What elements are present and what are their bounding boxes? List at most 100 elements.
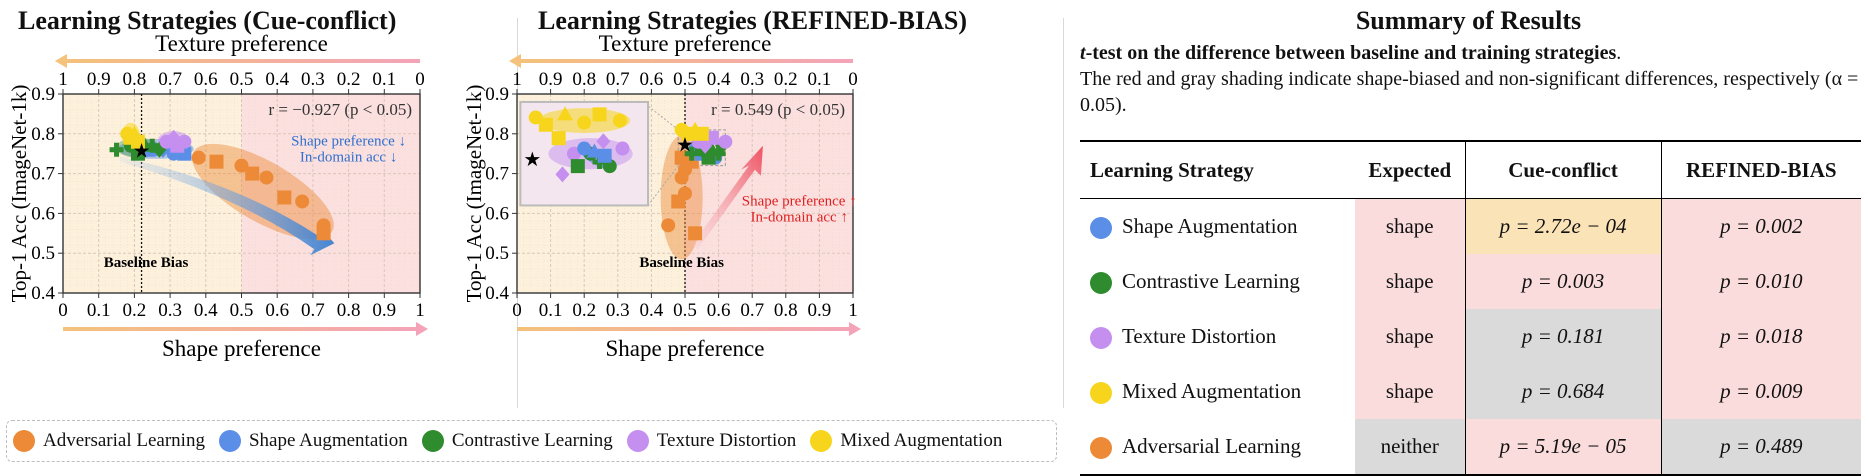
cell-strategy: Contrastive Learning [1080,254,1355,309]
marker-bar [716,146,722,161]
y-tick-label: 0.4 [485,283,509,304]
bottom-gradient-bar [63,327,420,331]
strategy-dot [1090,217,1112,240]
data-point [316,226,331,241]
series-mixed [120,125,145,149]
x-tick-label: 0.6 [265,300,289,321]
summary-panel: Summary of Results t-test on the differe… [1076,0,1869,476]
data-point [688,226,703,241]
annotation-line2: In-domain acc ↓ [300,150,397,166]
top-tick-label: 0.7 [606,69,630,90]
inset-point [596,133,611,150]
annotation-line2: In-domain acc ↑ [751,209,848,225]
top-tick-label: 0.2 [774,69,798,90]
top-tick-label: 1 [512,69,522,90]
table-header-row: Learning Strategy Expected Cue-conflict … [1080,140,1861,199]
inset-point [592,107,607,122]
marker-bar [149,138,155,153]
y-ticks: 0.40.50.60.70.80.9 [31,84,63,304]
x-tick-label: 0 [512,300,522,321]
strategy-label: Adversarial Learning [1122,433,1302,458]
description-text: The red and gray shading indicate shape-… [1080,68,1859,116]
data-point [234,158,249,173]
inset-point [612,113,627,128]
inset-point [577,141,592,156]
header-cue: Cue-conflict [1464,140,1662,199]
marker-bar [689,146,695,161]
legend-label: Shape Augmentation [248,430,408,451]
series-mixed [674,121,709,141]
y-tick-label: 0.4 [31,283,55,304]
data-point [295,194,310,209]
y-tick-label: 0.9 [31,84,55,105]
subtitle-text: -test on the difference between baseline… [1085,42,1617,64]
data-point [684,146,699,161]
data-point [711,146,726,161]
legend-dot [626,430,649,452]
strategy-label: Shape Augmentation [1122,213,1298,238]
top-tick-label: 0.8 [572,69,596,90]
legend-item-texture: Texture Distortion [626,430,796,452]
cell-strategy: Texture Distortion [1080,309,1355,364]
summary-title: Summary of Results [1355,6,1582,35]
legend-label: Adversarial Learning [43,430,205,451]
data-point [694,126,709,141]
x-tick-label: 0.3 [158,300,182,321]
series-texture [691,130,733,154]
x-tick-label: 0.6 [707,300,731,321]
cell-expected: shape [1354,198,1466,254]
top-axis-label: Texture preference [599,31,772,56]
data-point [678,186,692,201]
legend-label: Contrastive Learning [451,430,613,451]
cell-cue-conflict: p = 2.72e − 04 [1464,198,1662,254]
top-tick-label: 1 [58,69,68,90]
legend-item-mixed: Mixed Augmentation [810,430,1002,452]
top-arrow-head [509,54,521,68]
top-tick-label: 0.8 [123,69,147,90]
x-tick-label: 0.1 [87,300,111,321]
x-tick-label: 1 [415,300,425,321]
legend-dot [421,430,444,452]
cell-refined-bias: p = 0.010 [1660,254,1861,309]
strategy-dot [1090,382,1112,405]
zoom-region [677,129,726,167]
cell-strategy: Adversarial Learning [1080,419,1355,476]
annotation-line1: Shape preference ↓ [291,134,406,150]
y-axis-label: Top-1 Acc (ImageNet-1k) [462,85,486,303]
x-tick-label: 0.4 [640,300,664,321]
legend-dot [810,430,833,452]
zoom-inset: ★ [519,100,650,207]
marker-bar [114,142,120,157]
cell-expected: neither [1354,419,1466,476]
x-axis-label: Shape preference [606,336,765,361]
cluster-adversarial [192,143,334,240]
data-point [109,142,124,157]
top-tick-label: 0.4 [265,69,289,90]
top-arrow-head [55,54,67,68]
zoom-connector [647,165,679,206]
x-tick-label: 0 [58,300,68,321]
y-tick-label: 0.5 [31,243,55,264]
inset-point [538,117,553,132]
strategy-dot [1090,272,1112,295]
data-point [130,134,145,149]
inset-baseline-star: ★ [523,149,541,171]
data-point [191,150,206,165]
baseline-label: Baseline Bias [639,255,724,271]
inset-point [597,148,612,163]
inset-point [551,131,566,146]
top-gradient-bar [517,59,853,63]
legend-dot [13,430,35,452]
cell-strategy: Shape Augmentation [1080,199,1355,255]
top-tick-label: 0.5 [673,69,697,90]
shape-region [685,94,853,293]
header-strategy: Learning Strategy [1080,140,1355,199]
